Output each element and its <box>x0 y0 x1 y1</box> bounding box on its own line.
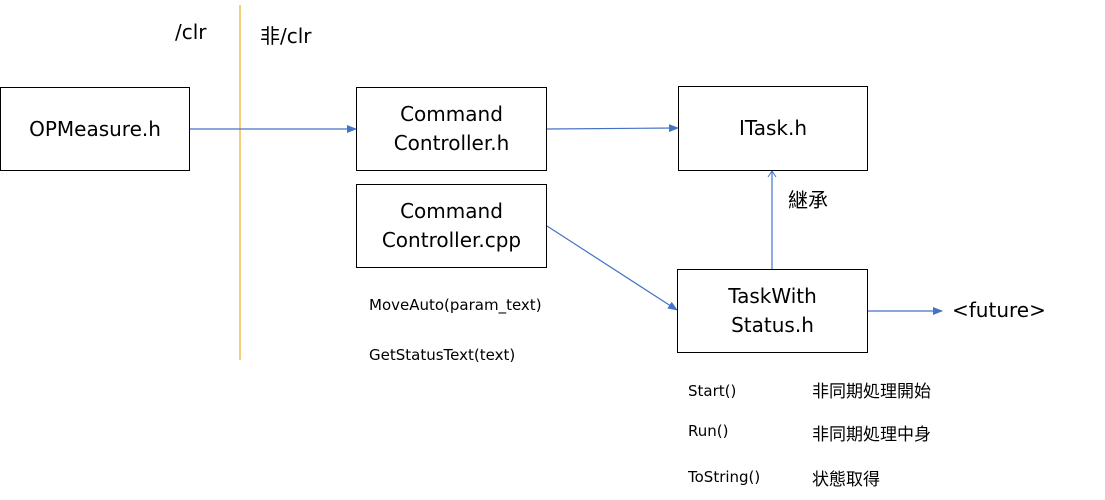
task-with-status-h-label: TaskWith Status.h <box>728 284 817 337</box>
tostring-method-description: 状態取得 <box>812 470 880 490</box>
move-auto-method: MoveAuto(param_text) <box>369 296 542 314</box>
start-method-name: Start() <box>688 382 737 400</box>
clr-section-label: /clr <box>175 20 207 44</box>
task-with-status-h-box: TaskWith Status.h <box>677 269 868 353</box>
command-controller-h-box: Command Controller.h <box>356 87 547 171</box>
command-controller-h-label: Command Controller.h <box>393 102 510 155</box>
command-controller-cpp-label: Command Controller.cpp <box>381 199 522 252</box>
future-label: <future> <box>952 298 1046 322</box>
inheritance-label: 継承 <box>788 188 828 212</box>
command-controller-cpp-box: Command Controller.cpp <box>356 184 547 268</box>
arrow-controller-to-itask <box>546 124 679 133</box>
non-clr-section-label: 非/clr <box>260 24 312 48</box>
run-method-name: Run() <box>688 422 729 440</box>
itask-h-label: ITask.h <box>738 116 808 140</box>
itask-h-box: ITask.h <box>678 86 868 171</box>
arrow-controller-cpp-to-taskwithstatus <box>546 225 678 311</box>
get-status-text-method: GetStatusText(text) <box>369 346 516 364</box>
start-method-description: 非同期処理開始 <box>812 382 931 402</box>
opmeasure-h-label: OPMeasure.h <box>29 116 161 141</box>
run-method-description: 非同期処理中身 <box>812 425 931 445</box>
tostring-method-name: ToString() <box>688 468 761 486</box>
opmeasure-h-box: OPMeasure.h <box>0 87 190 171</box>
